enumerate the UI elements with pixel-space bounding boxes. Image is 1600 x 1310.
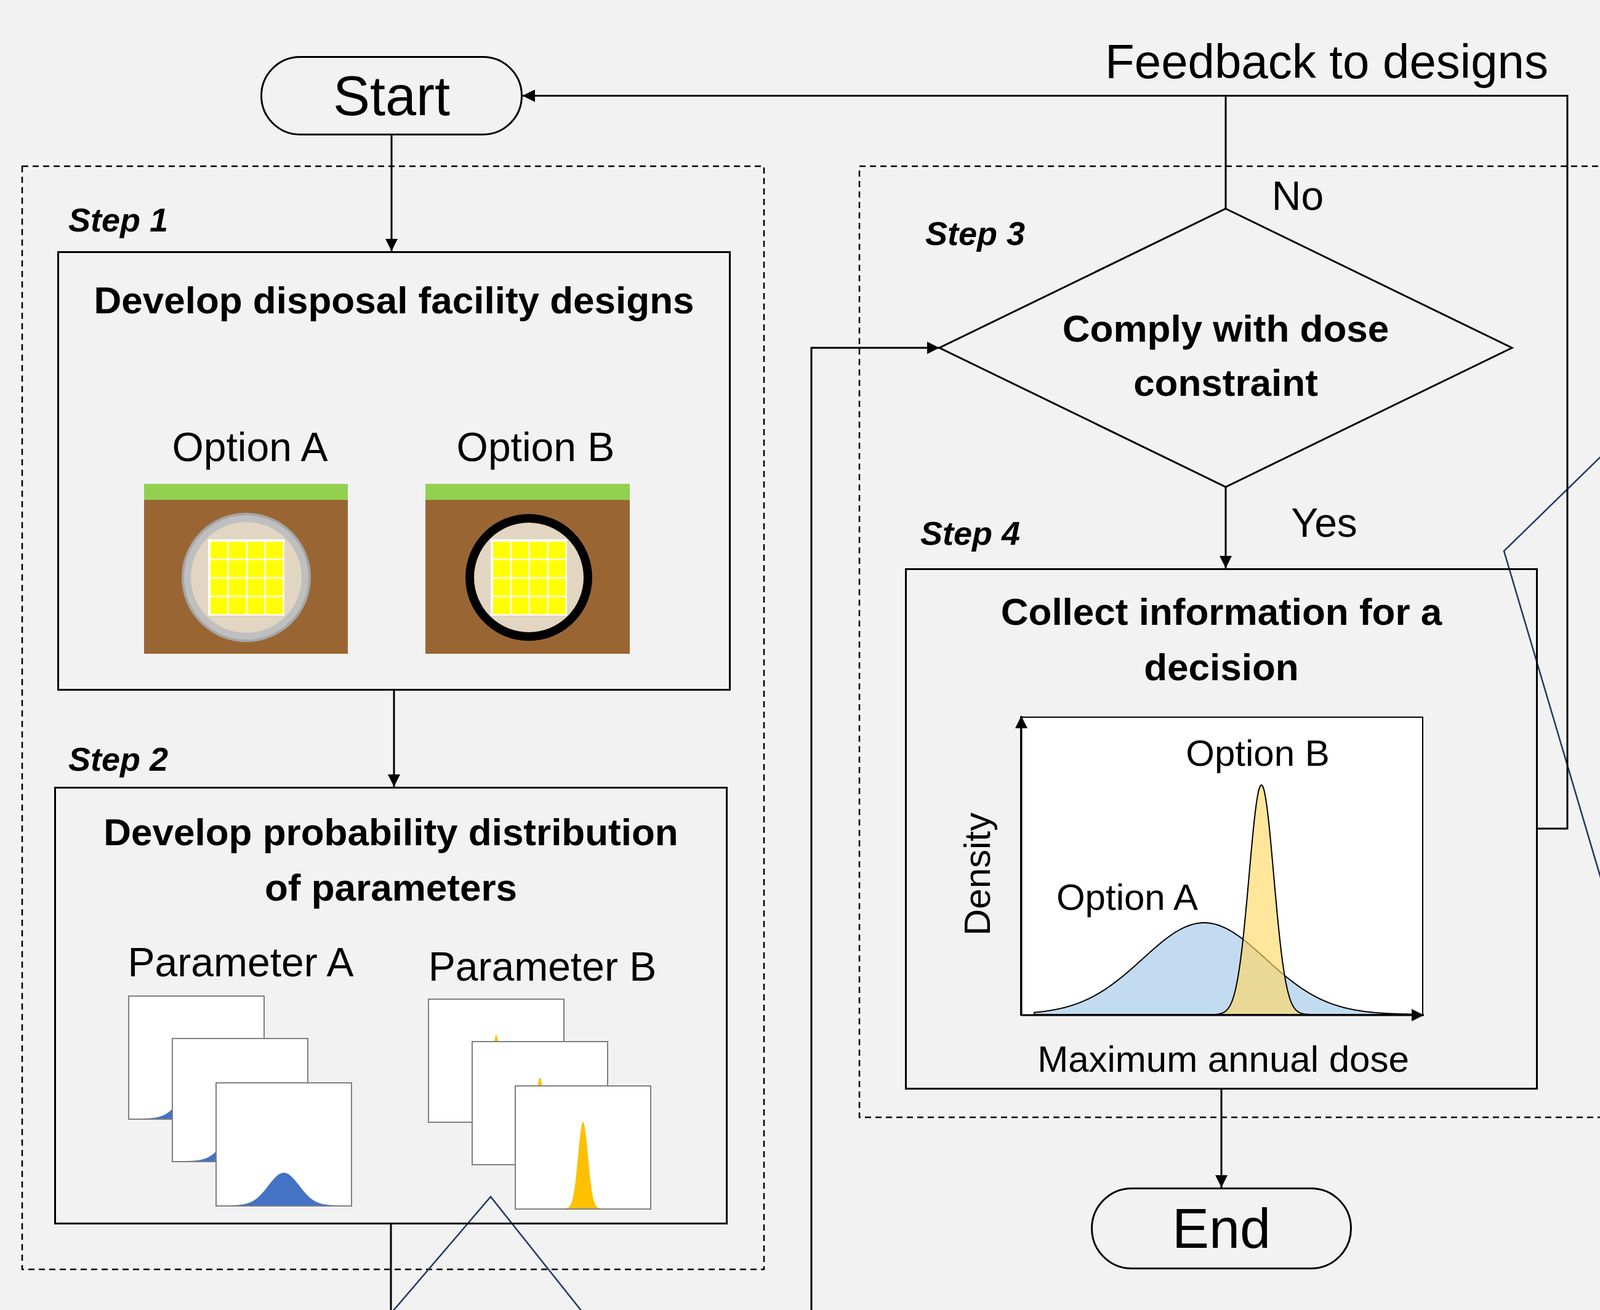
- waste-cell: [265, 578, 284, 596]
- y-axis: [1020, 715, 1023, 1016]
- waste-cell: [530, 578, 548, 596]
- option-label: Option B: [412, 422, 659, 472]
- soil: [144, 483, 348, 654]
- package-frame: [490, 539, 567, 616]
- waste-cell: [210, 541, 228, 559]
- grass: [425, 483, 630, 500]
- waste-cell: [493, 578, 511, 596]
- density-curve: [1034, 922, 1416, 1015]
- zoom-leader-line: [1503, 456, 1600, 880]
- distribution-plot: [216, 1082, 352, 1207]
- step-region: [22, 166, 764, 1270]
- box-heading: Develop disposal facility designs: [59, 272, 729, 329]
- parameter-label: Parameter B: [397, 942, 688, 992]
- decision-diamond: Step 3Comply with dose constraint: [939, 208, 1512, 487]
- waste-cell: [229, 560, 247, 578]
- waste-cell: [265, 597, 284, 615]
- x-axis: [1021, 1014, 1424, 1017]
- terminal-pill: Start: [260, 56, 523, 136]
- distribution-curve: [216, 1172, 351, 1206]
- waste-cell: [530, 541, 548, 559]
- barrier-ring: [182, 514, 310, 641]
- process-box: Step 4Collect information for a decision…: [904, 568, 1538, 1090]
- series-label: Option A: [1028, 875, 1226, 920]
- waste-cell: [530, 560, 548, 578]
- waste-cell: [493, 560, 511, 578]
- axis-title: Maximum annual dose: [1020, 1037, 1427, 1082]
- chart-area: [1020, 717, 1423, 1016]
- box-heading: Collect information for a decision: [906, 584, 1536, 696]
- waste-cell: [265, 560, 284, 578]
- waste-cell: [247, 560, 265, 578]
- step-label: Step 4: [920, 513, 1118, 554]
- waste-cell: [210, 597, 228, 615]
- edge-label: No: [1268, 172, 1328, 220]
- buffer: [190, 522, 302, 633]
- waste-cell: [229, 597, 247, 615]
- step-region: [859, 166, 1600, 1118]
- step-label: Step 3: [925, 213, 1110, 254]
- waste-cell: [530, 597, 548, 615]
- waste-cell: [548, 597, 566, 615]
- waste-cell: [247, 541, 265, 559]
- flow-connector: [390, 135, 393, 252]
- waste-cell: [511, 597, 529, 615]
- box-heading: Develop probability distribution of para…: [56, 804, 726, 916]
- waste-cell: [548, 560, 566, 578]
- distribution-plot: [515, 1085, 651, 1210]
- waste-cell: [548, 541, 566, 559]
- plot-frame: [216, 1082, 352, 1207]
- flow-connector: [522, 96, 1568, 830]
- flow-connector: [522, 96, 1226, 210]
- edge-label: Feedback to designs: [1101, 33, 1552, 90]
- flow-connector: [1220, 1089, 1223, 1188]
- waste-cell: [511, 541, 529, 559]
- diamond-outline: [939, 208, 1512, 487]
- terminal-label: End: [1092, 1189, 1351, 1268]
- edge-label: Yes: [1287, 499, 1362, 547]
- waste-cell: [265, 541, 284, 559]
- density-curve: [1215, 784, 1309, 1015]
- waste-package: [490, 539, 567, 616]
- waste-cell: [511, 560, 529, 578]
- distribution-curve: [515, 1122, 651, 1209]
- waste-cell: [247, 597, 265, 615]
- waste-cell: [548, 578, 566, 596]
- waste-cell: [511, 578, 529, 596]
- package-frame: [208, 539, 285, 616]
- terminal-pill: End: [1090, 1187, 1352, 1270]
- flow-connector: [1225, 486, 1227, 569]
- soil: [425, 483, 630, 654]
- decision-text: Comply with dose constraint: [1047, 301, 1405, 411]
- step-label: Step 2: [68, 739, 266, 780]
- step-label: Step 1: [68, 200, 266, 241]
- waste-cell: [229, 578, 247, 596]
- waste-cell: [247, 578, 265, 596]
- waste-package: [208, 539, 285, 616]
- axis-title: Density: [955, 781, 1000, 967]
- waste-cell: [493, 541, 511, 559]
- zoom-leader-line: [392, 1196, 582, 1310]
- waste-cell: [493, 597, 511, 615]
- series-label: Option B: [1159, 731, 1357, 776]
- waste-cell: [229, 541, 247, 559]
- terminal-label: Start: [262, 57, 521, 134]
- flow-connector: [393, 690, 396, 787]
- option-label: Option A: [126, 422, 374, 472]
- barrier-ring: [465, 514, 593, 641]
- parameter-label: Parameter A: [96, 938, 386, 987]
- waste-cell: [210, 560, 228, 578]
- waste-cell: [210, 578, 228, 596]
- buffer: [474, 522, 584, 633]
- process-box: Step 1Develop disposal facility designsO…: [57, 251, 731, 691]
- process-box: Step 2Develop probability distribution o…: [54, 786, 728, 1225]
- grass: [144, 483, 348, 500]
- plot-frame: [515, 1085, 651, 1210]
